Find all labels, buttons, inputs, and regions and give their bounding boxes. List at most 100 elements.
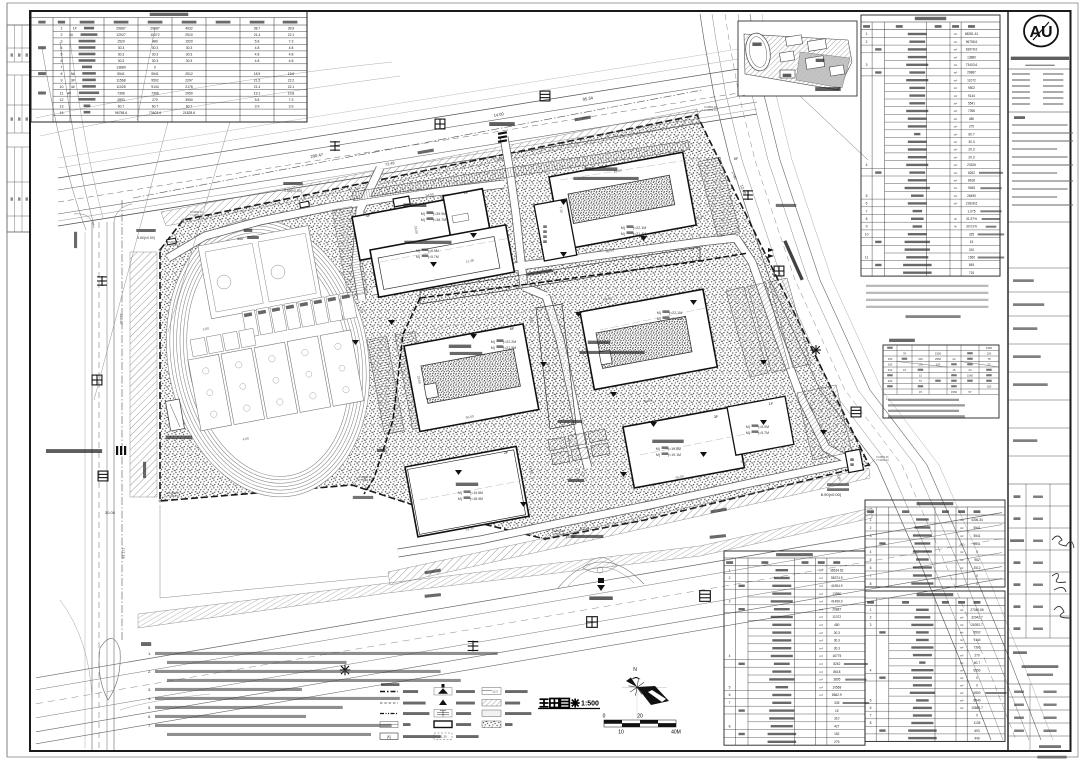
svg-text:4: 4 xyxy=(866,163,868,167)
svg-text:5.00: 5.00 xyxy=(808,404,814,412)
svg-text:M(: M( xyxy=(491,340,496,344)
svg-text:30.3: 30.3 xyxy=(152,59,159,63)
svg-text:m²: m² xyxy=(960,653,964,657)
svg-text:2910: 2910 xyxy=(185,33,193,37)
svg-text:2297: 2297 xyxy=(185,79,193,83)
svg-text:5541: 5541 xyxy=(973,542,980,546)
svg-text:0: 0 xyxy=(976,676,978,680)
svg-text:m²: m² xyxy=(960,608,964,612)
svg-text:150: 150 xyxy=(987,384,992,388)
svg-text:+1.20: +1.20 xyxy=(439,735,447,739)
svg-text:12.3: 12.3 xyxy=(492,690,498,694)
svg-text:5541: 5541 xyxy=(151,72,159,76)
svg-text:150: 150 xyxy=(888,357,893,361)
svg-text:M(: M( xyxy=(621,232,626,236)
svg-text:61.30: 61.30 xyxy=(465,526,474,532)
svg-text:13880: 13880 xyxy=(967,55,976,59)
svg-text:5: 5 xyxy=(61,53,63,57)
svg-text:13: 13 xyxy=(60,104,64,108)
svg-text:m²: m² xyxy=(820,576,824,580)
svg-text:7: 7 xyxy=(870,574,872,578)
svg-text:3F: 3F xyxy=(714,415,719,419)
svg-text:m²: m² xyxy=(820,631,824,635)
svg-text:68281.61: 68281.61 xyxy=(965,32,979,36)
svg-text:6F: 6F xyxy=(510,327,515,331)
svg-text:23326: 23326 xyxy=(967,163,976,167)
svg-text:57: 57 xyxy=(988,362,991,366)
svg-text:30.3: 30.3 xyxy=(834,631,840,635)
svg-text:1: 1 xyxy=(870,518,872,522)
svg-text:6.10: 6.10 xyxy=(358,306,363,313)
svg-text:)=5.7M: )=5.7M xyxy=(758,431,769,435)
svg-text:2#: 2# xyxy=(69,33,73,37)
svg-text:29887: 29887 xyxy=(832,607,841,611)
svg-text:10568: 10568 xyxy=(832,685,841,689)
svg-text:1: 1 xyxy=(870,608,872,612)
svg-text:15: 15 xyxy=(903,368,906,372)
svg-text:9144: 9144 xyxy=(973,638,980,642)
svg-text:14: 14 xyxy=(60,111,64,115)
svg-text:30.00: 30.00 xyxy=(105,510,116,515)
svg-text:M(: M( xyxy=(746,431,751,435)
svg-text:3.: 3. xyxy=(148,687,151,692)
svg-text:150: 150 xyxy=(936,362,941,366)
svg-text:95.34: 95.34 xyxy=(582,95,594,102)
svg-text:10: 10 xyxy=(60,85,64,89)
svg-text:715: 715 xyxy=(969,271,975,275)
svg-text:m²: m² xyxy=(960,558,964,562)
svg-text:21828.6: 21828.6 xyxy=(183,111,195,115)
svg-text:M(: M( xyxy=(746,425,751,429)
svg-text:21.5: 21.5 xyxy=(254,79,261,83)
svg-text:8: 8 xyxy=(870,721,872,725)
svg-text:38.00: 38.00 xyxy=(603,296,612,302)
svg-text:12927: 12927 xyxy=(116,33,126,37)
svg-text:310: 310 xyxy=(918,357,923,361)
svg-text:152: 152 xyxy=(834,732,840,736)
svg-text:2893: 2893 xyxy=(117,98,125,102)
svg-text:m²: m² xyxy=(954,171,958,175)
svg-text:52.10: 52.10 xyxy=(740,458,749,464)
svg-text:m²: m² xyxy=(954,109,958,113)
svg-text:m²: m² xyxy=(960,534,964,538)
svg-text:3: 3 xyxy=(61,40,63,44)
svg-text:11568: 11568 xyxy=(116,79,125,83)
svg-text:m²: m² xyxy=(954,202,958,206)
svg-text:m²: m² xyxy=(954,55,958,59)
svg-text:4: 4 xyxy=(729,654,731,658)
svg-text:72.49: 72.49 xyxy=(385,161,395,167)
svg-text:310: 310 xyxy=(834,717,840,721)
svg-text:21828.6: 21828.6 xyxy=(966,202,978,206)
svg-text:X=2882.46: X=2882.46 xyxy=(359,475,372,479)
svg-text:7.3: 7.3 xyxy=(289,98,294,102)
svg-text:1#: 1# xyxy=(73,27,77,31)
svg-text:330: 330 xyxy=(888,379,893,383)
svg-text:5.8: 5.8 xyxy=(255,40,260,44)
svg-text:5541: 5541 xyxy=(117,72,125,76)
svg-text:m²: m² xyxy=(954,148,958,152)
svg-text:96758.6: 96758.6 xyxy=(115,111,127,115)
svg-text:5: 5 xyxy=(866,194,868,198)
svg-text:X=2882.46: X=2882.46 xyxy=(167,240,180,244)
svg-text:1: 1 xyxy=(866,32,868,36)
svg-text:M(: M( xyxy=(416,249,421,253)
svg-text:1135: 1135 xyxy=(974,721,981,725)
svg-text:5: 5 xyxy=(729,685,731,689)
svg-text:3: 3 xyxy=(729,600,731,604)
svg-text:0: 0 xyxy=(976,582,978,586)
svg-text:5541: 5541 xyxy=(973,534,980,538)
svg-text:7: 7 xyxy=(729,701,731,705)
svg-text:m²: m² xyxy=(820,584,824,588)
svg-text:200.47: 200.47 xyxy=(310,152,324,159)
svg-text:M(: M( xyxy=(421,212,426,216)
svg-text:)=22.1M: )=22.1M xyxy=(669,311,682,315)
svg-text:19.1: 19.1 xyxy=(254,91,261,95)
svg-text:20.3: 20.3 xyxy=(968,148,974,152)
svg-text:9: 9 xyxy=(866,225,868,229)
svg-text:6550: 6550 xyxy=(973,668,980,672)
svg-text:480: 480 xyxy=(152,40,158,44)
svg-text:1: 1 xyxy=(729,568,731,572)
svg-text:693: 693 xyxy=(974,729,980,733)
svg-text:M(: M( xyxy=(421,218,426,222)
svg-text:24: 24 xyxy=(969,368,972,372)
svg-text:3: 3 xyxy=(870,534,872,538)
